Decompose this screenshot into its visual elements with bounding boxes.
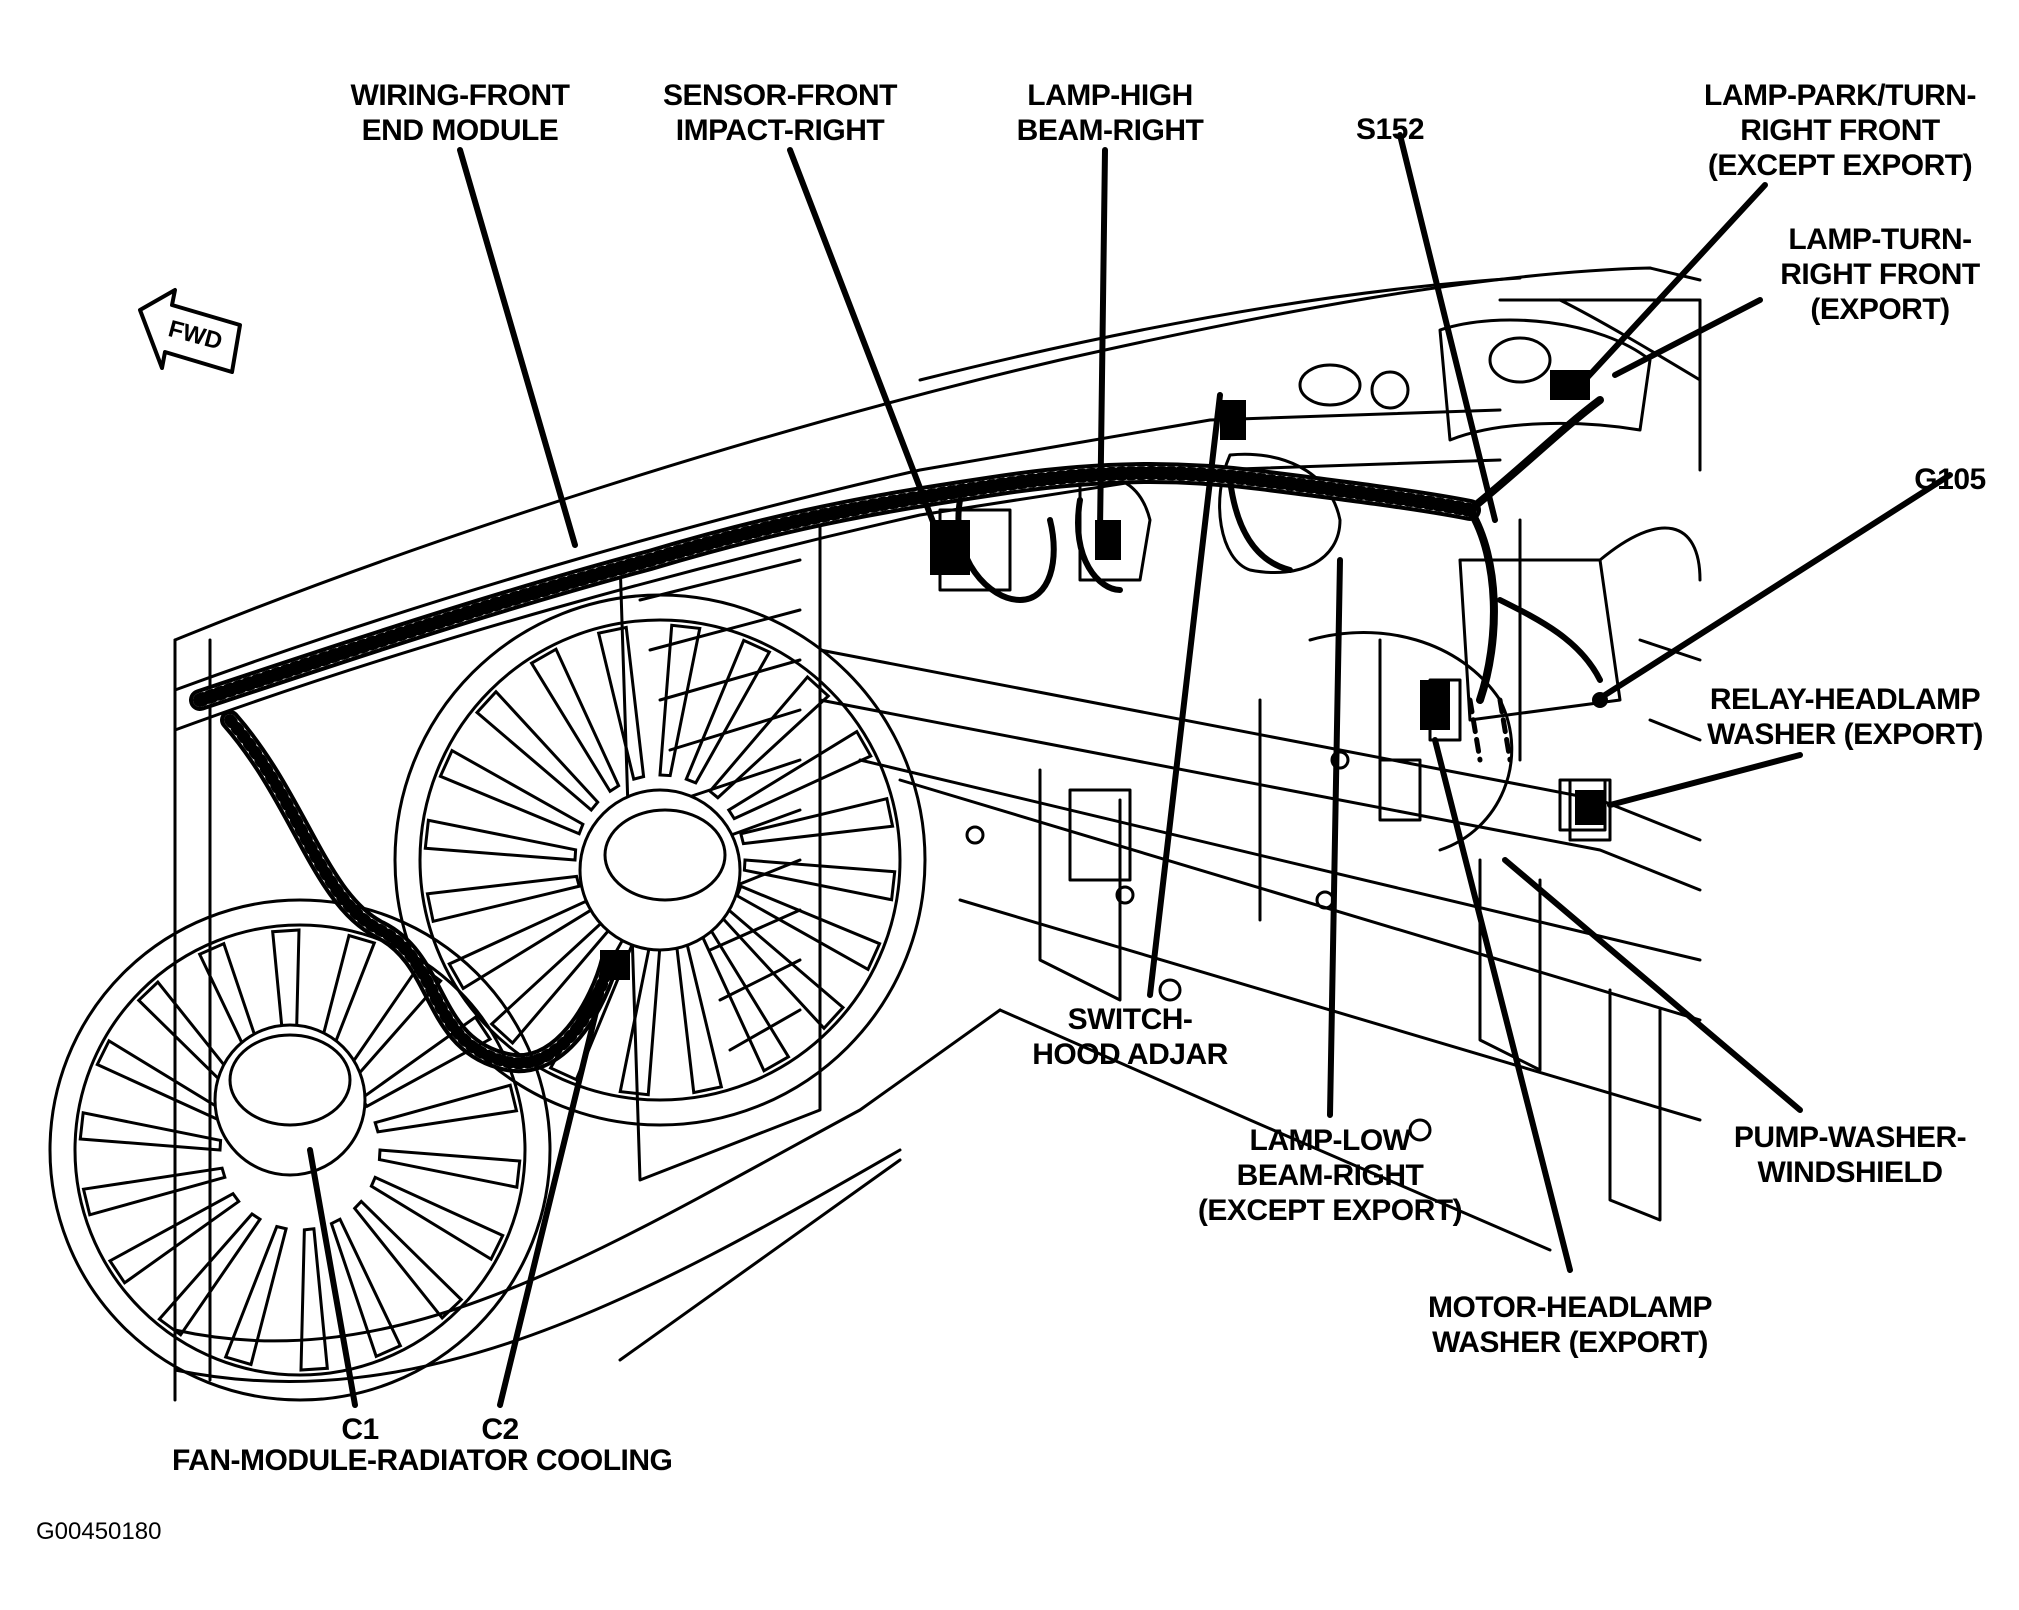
fan-blade xyxy=(529,647,621,794)
label-line: END MODULE xyxy=(361,114,559,147)
label-motor-headlamp-washer: MOTOR-HEADLAMP WASHER (EXPORT) xyxy=(1420,1290,1720,1360)
label-line: (EXPORT) xyxy=(1810,293,1950,326)
leader-c2 xyxy=(497,972,608,1408)
label-line: WASHER (EXPORT) xyxy=(1432,1326,1708,1359)
fan-blade xyxy=(739,796,895,846)
cooling-fan-right xyxy=(393,593,927,1127)
leader-lamp-low-beam-right xyxy=(1327,557,1343,1118)
fan-blade xyxy=(369,1175,505,1262)
label-line: S152 xyxy=(1355,113,1425,146)
fan-blade xyxy=(81,1166,227,1217)
leader-s152 xyxy=(1397,132,1498,523)
leader-wiring-front-end-module xyxy=(457,147,578,548)
label-lamp-high-beam-right: LAMP-HIGH BEAM-RIGHT xyxy=(990,78,1230,148)
label-sensor-front-impact-right: SENSOR-FRONT IMPACT-RIGHT xyxy=(640,78,920,148)
fan-blade xyxy=(373,1083,519,1134)
label-s152: S152 xyxy=(1330,112,1450,147)
fan-blade xyxy=(299,1227,329,1372)
label-line: C1 xyxy=(341,1413,379,1446)
label-line: BEAM-RIGHT xyxy=(1236,1159,1424,1192)
label-line: LAMP-LOW xyxy=(1249,1124,1411,1157)
label-lamp-low-beam-right: LAMP-LOW BEAM-RIGHT (EXCEPT EXPORT) xyxy=(1185,1123,1475,1228)
fan-blade xyxy=(223,1224,288,1367)
label-line: IMPACT-RIGHT xyxy=(675,114,885,147)
leader-pump-washer-windshield xyxy=(1502,857,1803,1113)
leader-c1 xyxy=(307,1147,358,1408)
fan-blade xyxy=(359,1015,493,1109)
label-switch-hood-adjar: SWITCH- HOOD ADJAR xyxy=(1020,1002,1240,1072)
leader-relay-headlamp-washer xyxy=(1607,752,1803,808)
fan-blade xyxy=(157,1212,263,1337)
fan-blade xyxy=(352,1199,464,1321)
label-line: (EXCEPT EXPORT) xyxy=(1707,149,1973,182)
leader-lamp-turn-right-front xyxy=(1612,297,1763,378)
label-line: RIGHT FRONT xyxy=(1780,258,1980,291)
label-c1: C1 xyxy=(330,1412,390,1447)
fan-blade xyxy=(684,638,772,785)
leader-lines xyxy=(307,132,1953,1408)
label-line: HOOD ADJAR xyxy=(1032,1038,1228,1071)
fan-blade xyxy=(742,858,897,902)
leader-switch-hood-adjar xyxy=(1147,392,1223,998)
fwd-arrow-icon: FWD xyxy=(138,288,242,374)
fan-blade xyxy=(726,729,873,821)
label-line: FAN-MODULE-RADIATOR COOLING xyxy=(172,1444,673,1477)
fan-blade xyxy=(438,748,585,836)
label-line: PUMP-WASHER- xyxy=(1733,1121,1967,1154)
fan-blade xyxy=(474,689,600,813)
wiring-harness xyxy=(189,370,1608,1150)
label-relay-headlamp-washer: RELAY-HEADLAMP WASHER (EXPORT) xyxy=(1690,682,2000,752)
leader-lamp-high-beam-right xyxy=(1097,147,1108,533)
label-line: BEAM-RIGHT xyxy=(1016,114,1204,147)
fan-blade xyxy=(423,818,578,862)
figure-id: G00450180 xyxy=(36,1518,162,1545)
label-lamp-turn-right-front: LAMP-TURN- RIGHT FRONT (EXPORT) xyxy=(1760,222,2000,327)
label-line: SWITCH- xyxy=(1067,1003,1193,1036)
label-line: WASHER (EXPORT) xyxy=(1707,718,1983,751)
label-wiring-front-end-module: WIRING-FRONT END MODULE xyxy=(330,78,590,148)
label-line: SENSOR-FRONT xyxy=(663,79,898,112)
label-g105: G105 xyxy=(1900,462,2000,497)
leader-lamp-park-turn-right-front xyxy=(1582,182,1768,383)
fan-blade xyxy=(78,1110,223,1152)
fan-blade xyxy=(377,1148,522,1190)
label-line: WIRING-FRONT xyxy=(350,79,570,112)
label-line: RIGHT FRONT xyxy=(1740,114,1940,147)
leader-motor-headlamp-washer xyxy=(1432,737,1573,1273)
label-lamp-park-turn-right-front: LAMP-PARK/TURN- RIGHT FRONT (EXCEPT EXPO… xyxy=(1680,78,2000,183)
label-line: LAMP-HIGH xyxy=(1027,79,1193,112)
label-line: C2 xyxy=(481,1413,519,1446)
label-line: RELAY-HEADLAMP xyxy=(1709,683,1981,716)
fan-blade xyxy=(596,625,646,781)
label-line: LAMP-TURN- xyxy=(1788,223,1972,256)
label-pump-washer-windshield: PUMP-WASHER- WINDSHIELD xyxy=(1720,1120,1980,1190)
cooling-fan-left xyxy=(48,898,552,1402)
fan-blade xyxy=(329,1217,403,1359)
leader-g105 xyxy=(1602,472,1953,698)
label-line: MOTOR-HEADLAMP xyxy=(1427,1291,1713,1324)
leader-sensor-front-impact-right xyxy=(787,147,943,543)
label-line: LAMP-PARK/TURN- xyxy=(1704,79,1976,112)
fan-blade xyxy=(425,874,581,924)
label-line: G105 xyxy=(1914,463,1986,496)
fan-blade xyxy=(707,674,831,800)
label-c2: C2 xyxy=(465,1412,535,1447)
label-line: WINDSHIELD xyxy=(1757,1156,1944,1189)
fan-blade xyxy=(658,623,702,778)
label-fan-module-radiator-cooling: FAN-MODULE-RADIATOR COOLING xyxy=(172,1443,732,1478)
label-line: (EXCEPT EXPORT) xyxy=(1197,1194,1463,1227)
fan-blade xyxy=(735,884,882,972)
structure-drawing xyxy=(173,266,1702,1402)
fan-blade xyxy=(107,1191,241,1285)
